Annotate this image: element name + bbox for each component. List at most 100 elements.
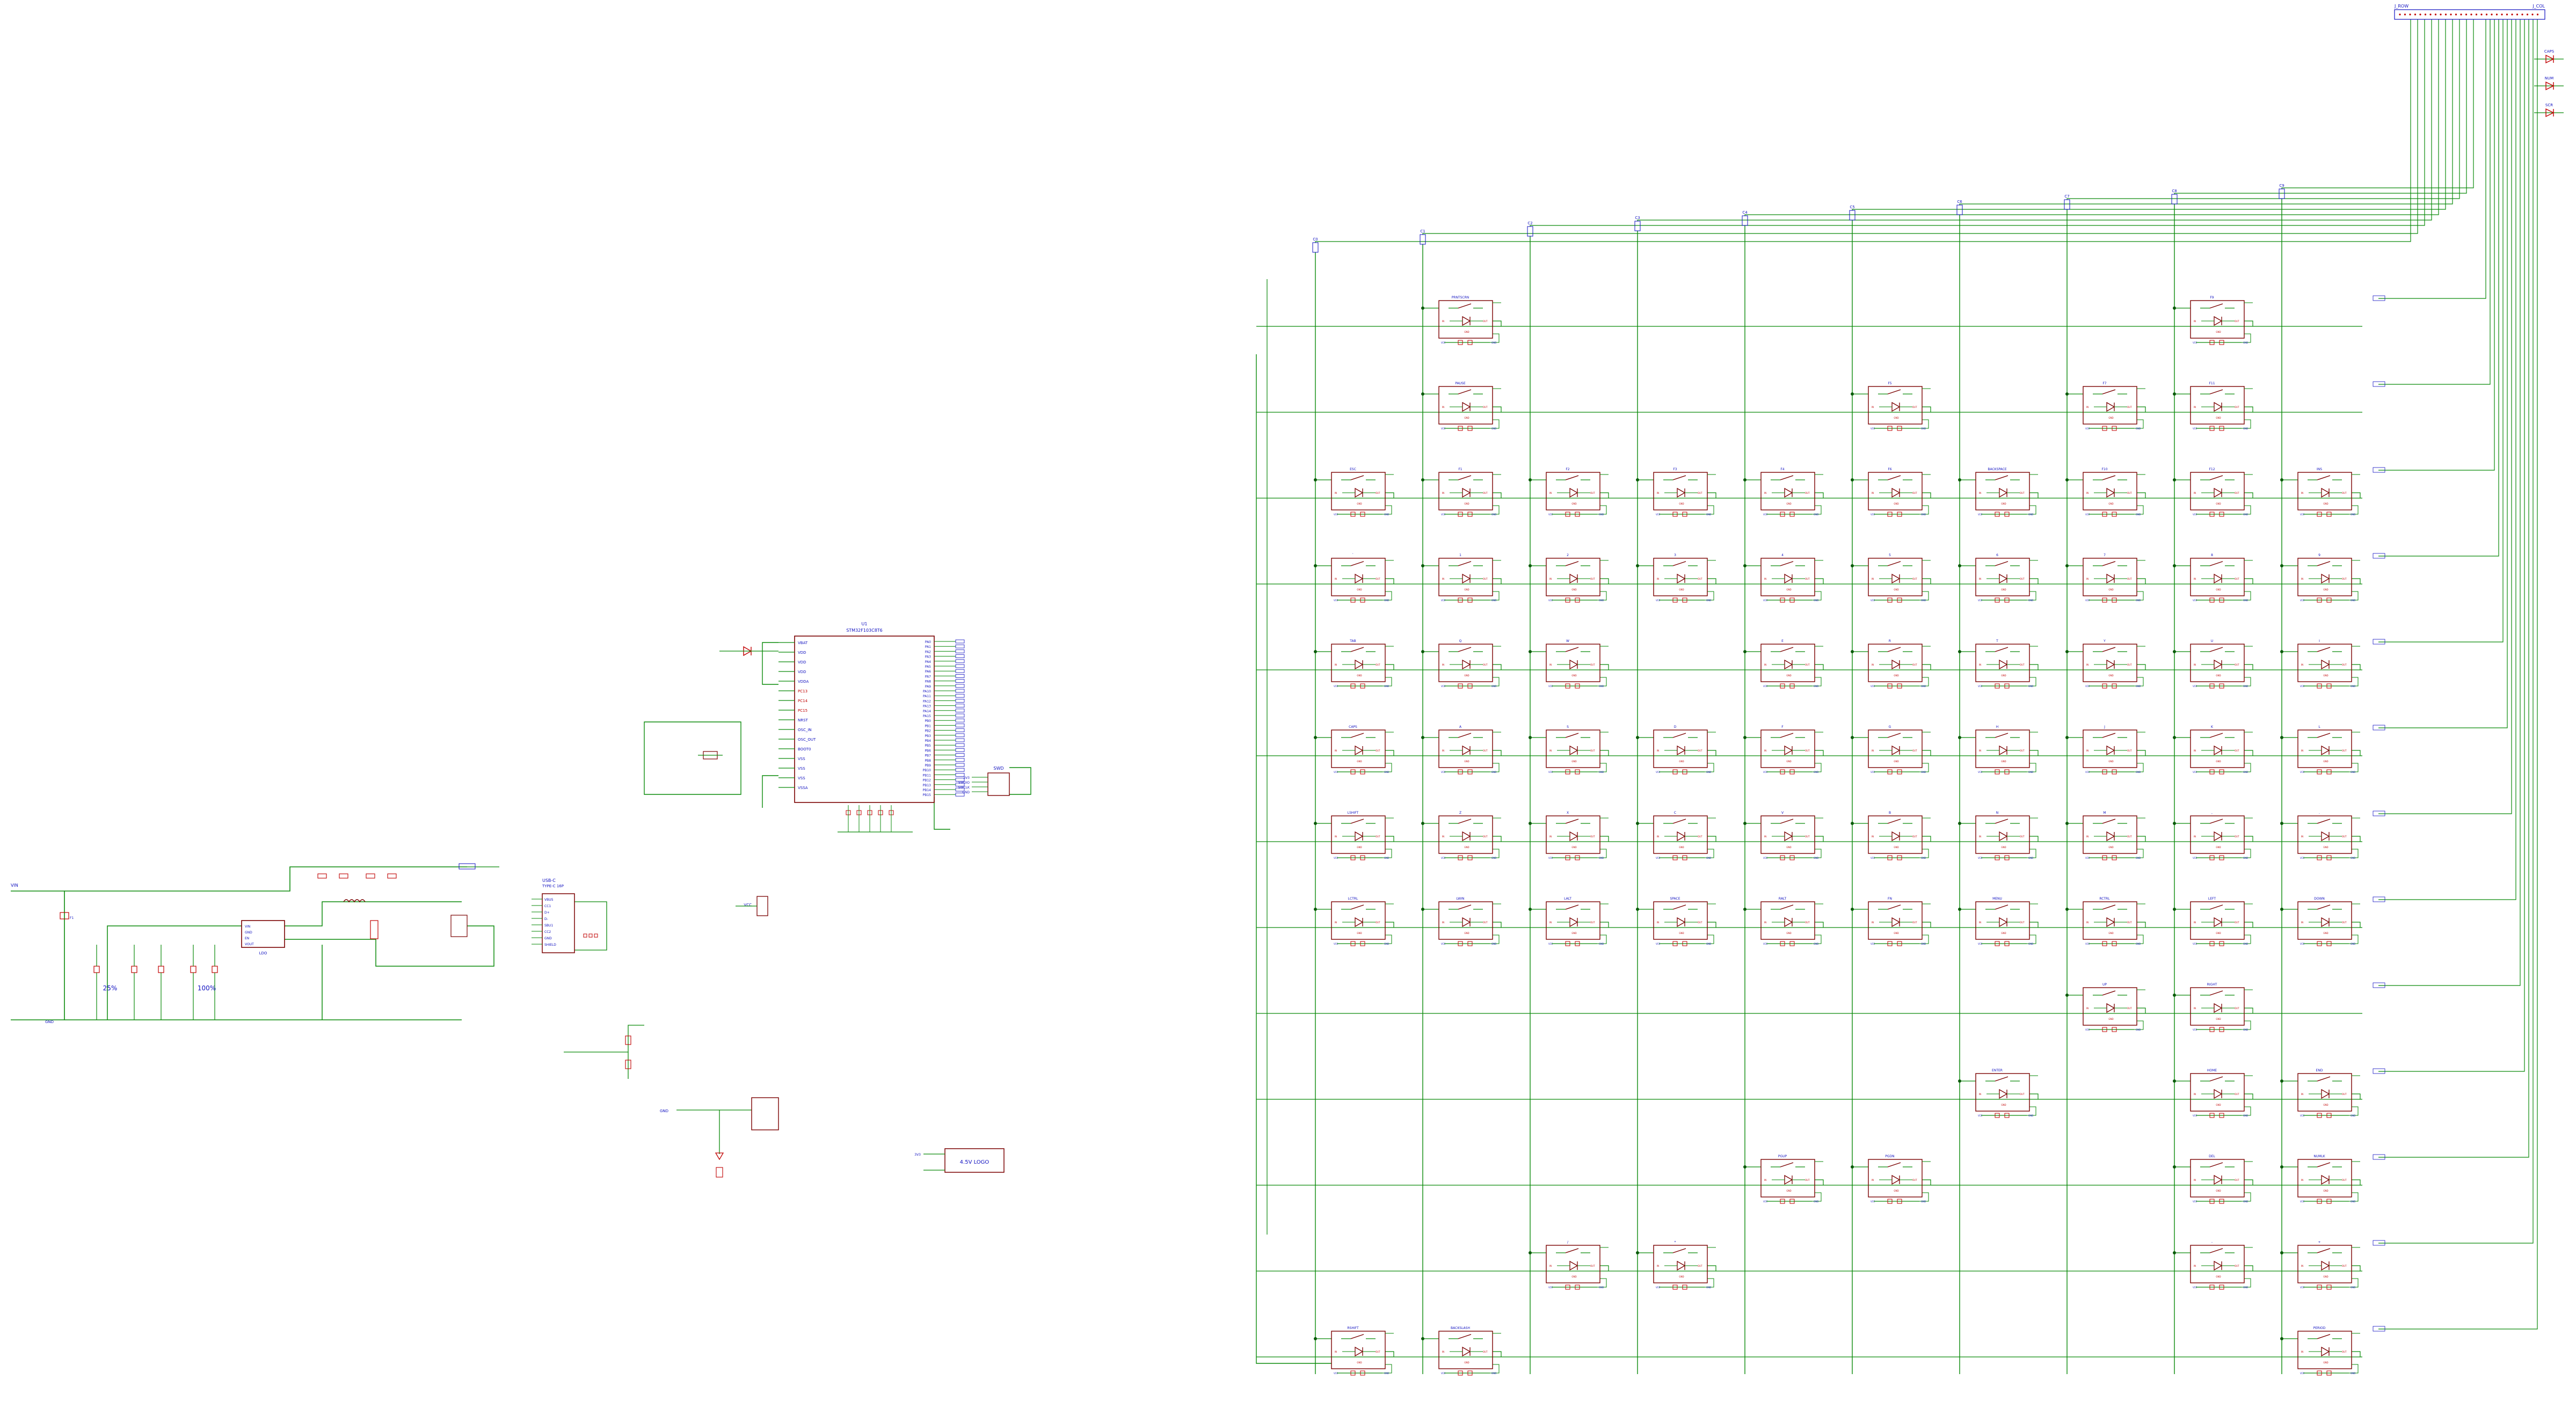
capacitor-icon	[2209, 1284, 2215, 1290]
capacitor-icon	[2219, 1199, 2224, 1204]
pin-label: OUT	[1483, 921, 1488, 924]
diode-icon	[1462, 659, 1471, 670]
key-row-link	[1707, 1265, 1716, 1271]
key-row-link	[2029, 836, 2039, 842]
mcu-pin-label: OSC_OUT	[798, 738, 816, 742]
junction	[1851, 822, 1854, 825]
key-row-link	[2137, 578, 2146, 584]
pin-label: GND	[1571, 760, 1576, 763]
capacitor-icon	[2219, 597, 2224, 603]
switch-contact-icon	[1458, 303, 1472, 309]
power-label: GND	[2351, 1114, 2355, 1117]
pin-label: IN	[2086, 578, 2089, 580]
switch-contact-icon	[2209, 561, 2223, 566]
capacitor-icon	[1565, 1284, 1570, 1290]
switch-contact-icon	[1780, 647, 1794, 652]
junction	[1421, 478, 1424, 481]
led-icon	[2545, 54, 2555, 64]
pin-label: OUT	[2342, 578, 2347, 580]
diode-icon	[2214, 573, 2223, 584]
power-label: VCC	[1441, 1372, 1446, 1375]
switch-contact-icon	[1995, 475, 2009, 480]
capacitor-icon	[2209, 1113, 2215, 1118]
key-switch-body	[2083, 558, 2137, 596]
pin-label: OUT	[2235, 663, 2239, 666]
key-name: .	[2319, 811, 2320, 815]
row-flag-icon	[2373, 1240, 2385, 1246]
key-row-link	[2244, 578, 2253, 584]
key-row-link	[2352, 1093, 2361, 1099]
row-bus	[2378, 19, 2521, 986]
power-label: GND	[1921, 943, 1926, 945]
key-switch-body	[1975, 558, 2030, 596]
key-name: S	[1567, 725, 1569, 729]
key-row-link	[1493, 836, 1502, 842]
column-flag-icon	[2279, 188, 2285, 199]
key-loop	[1812, 677, 1822, 687]
column-flag-icon	[1420, 234, 1426, 245]
header-pin	[2536, 13, 2539, 16]
pin-label: OUT	[2235, 835, 2239, 838]
pin-label: GND	[1679, 760, 1684, 763]
pin-label: OUT	[1805, 578, 1810, 580]
pin-label: IN	[1442, 921, 1444, 924]
capacitor-icon	[1995, 941, 2000, 946]
mcu-body	[794, 636, 935, 803]
key-name: /	[1567, 1240, 1569, 1244]
power-label: GND	[2136, 1028, 2141, 1031]
pin-label: GND	[1679, 1275, 1684, 1278]
pin-label: OUT	[1698, 835, 1702, 838]
capacitor-icon	[2326, 855, 2332, 860]
key-name: 5	[1889, 553, 1891, 557]
capacitor-icon	[2317, 941, 2322, 946]
power-label: GND	[1491, 341, 1496, 344]
key-row-link	[1385, 922, 1394, 928]
switch-contact-icon	[1887, 561, 1901, 566]
key-row-link	[2029, 578, 2039, 584]
junction	[1314, 650, 1317, 653]
pin-label: IN	[1979, 749, 1981, 752]
capacitor-icon	[2112, 941, 2117, 946]
capacitor-icon	[1350, 512, 1356, 517]
pin-label: OUT	[2127, 663, 2132, 666]
capacitor-icon	[1575, 769, 1580, 775]
key-loop	[1812, 935, 1822, 944]
net-flag-icon	[955, 753, 965, 757]
pin-label: OUT	[1912, 835, 1917, 838]
mcu-pin-label: PA12	[923, 699, 931, 703]
power-label: VCC	[1441, 341, 1446, 344]
pin-label: OUT	[1376, 749, 1380, 752]
key-loop	[2134, 935, 2144, 944]
mcu-pin-label: PB0	[925, 719, 931, 723]
key-switch-body	[1438, 729, 1493, 768]
power-label: GND	[1599, 1286, 1604, 1289]
key-loop	[1812, 763, 1822, 772]
diode-icon	[1891, 917, 1901, 928]
power-label: VCC	[2300, 1114, 2305, 1117]
power-label: GND	[1706, 943, 1711, 945]
row-flag-icon	[2373, 639, 2385, 645]
capacitor-icon	[1360, 1370, 1365, 1376]
pin-label: OUT	[2020, 835, 2025, 838]
switch-contact-icon	[2209, 819, 2223, 824]
power-label: GND	[2351, 943, 2355, 945]
capacitor-icon	[1565, 512, 1570, 517]
pin-label: IN	[1764, 1179, 1766, 1181]
diode-icon	[1677, 573, 1686, 584]
net-flag-icon	[459, 863, 476, 870]
key-row-link	[2029, 1093, 2039, 1099]
diode-icon	[1784, 659, 1793, 670]
junction	[2280, 736, 2283, 739]
column-flag-icon	[1312, 242, 1319, 253]
capacitor-icon	[1360, 683, 1365, 689]
key-switch-body	[2190, 1245, 2245, 1283]
key-row-link	[1922, 750, 1931, 756]
pin-label: GND	[1464, 588, 1469, 591]
column-label: C0	[1313, 237, 1318, 242]
gnd-label: GND	[45, 1020, 54, 1024]
